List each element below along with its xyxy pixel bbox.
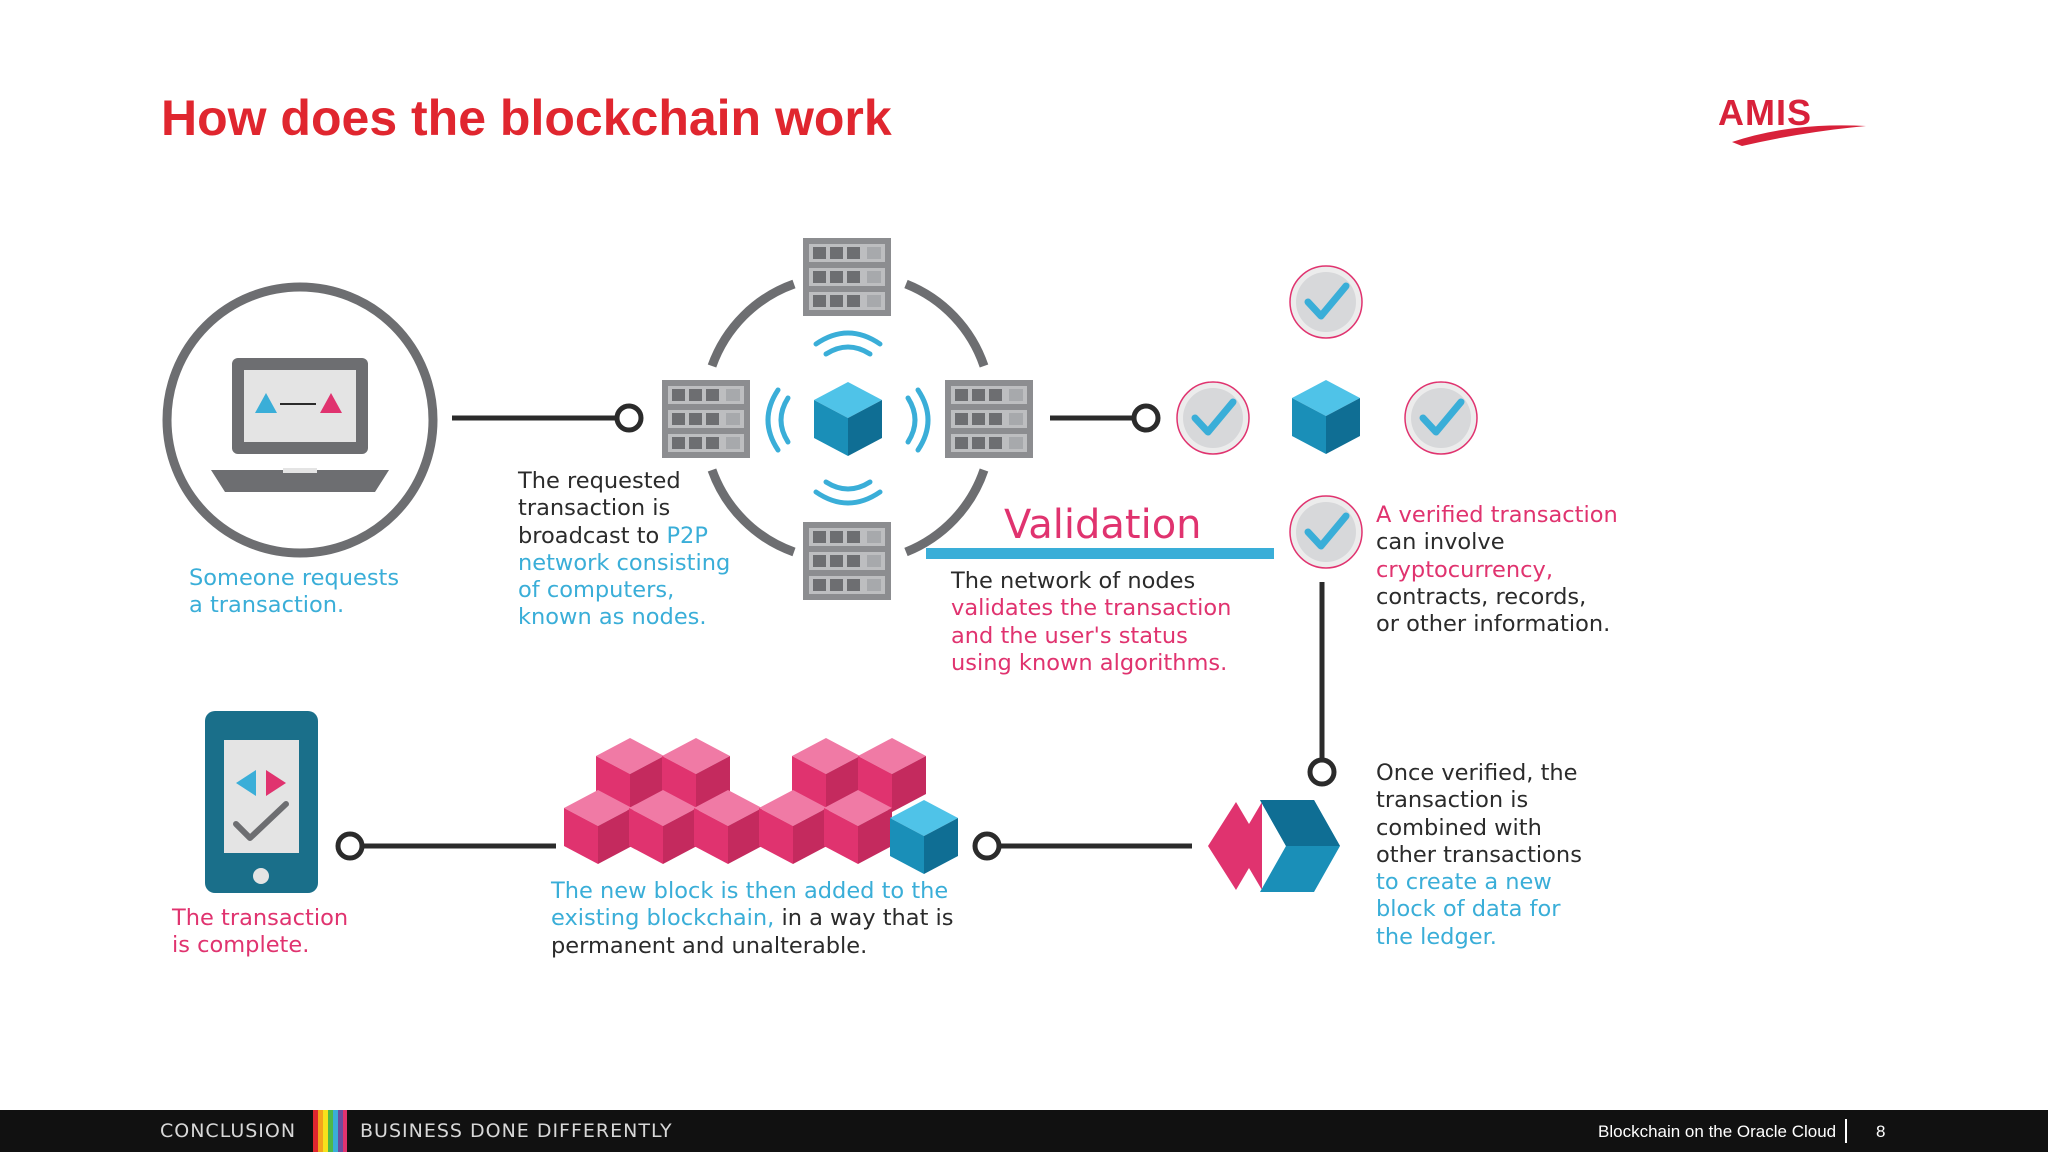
p2p-network-ring — [707, 279, 989, 557]
broadcast-text: of computers, — [518, 577, 675, 604]
validation-text: validates the transaction — [951, 595, 1232, 622]
combined-line: combined with — [1376, 815, 1582, 842]
footer-deck-title: Blockchain on the Oracle Cloud — [1598, 1122, 1837, 1141]
color-stripes-icon — [313, 1110, 347, 1152]
signal-waves-icon — [765, 330, 931, 506]
page-title: How does the blockchain work — [161, 90, 892, 146]
combined-text: transaction is — [1376, 787, 1529, 814]
verified-line: cryptocurrency, — [1376, 557, 1618, 584]
footer-section-left: CONCLUSION — [160, 1120, 297, 1142]
blockchain-diagram — [162, 238, 2048, 893]
broadcast-line: transaction is — [518, 495, 730, 522]
request-caption: Someone requests a transaction. — [189, 565, 400, 619]
validation-line: using known algorithms. — [951, 650, 1231, 677]
combined-text: block of data for — [1376, 896, 1561, 923]
combined-line: other transactions — [1376, 842, 1582, 869]
verified-line: or other information. — [1376, 611, 1618, 638]
combined-line: Once verified, the — [1376, 760, 1582, 787]
server-node-icon — [803, 238, 891, 316]
laptop-request-icon — [162, 282, 438, 558]
broadcast-text: The requested — [518, 468, 681, 494]
verified-text: A verified transaction — [1376, 502, 1618, 528]
added-line: existing blockchain, in a way that is — [551, 905, 954, 932]
broadcast-line: of computers, — [518, 577, 730, 604]
validation-line: and the user's status — [951, 623, 1231, 650]
verified-line: A verified transaction — [1376, 502, 1618, 529]
validation-line: The network of nodes — [951, 568, 1231, 595]
verified-text: can involve — [1376, 529, 1505, 556]
check-icon — [1405, 382, 1477, 454]
server-node-icon — [945, 380, 1033, 458]
validation-line: validates the transaction — [951, 595, 1231, 622]
added-text: existing blockchain, — [551, 905, 775, 932]
verified-line: can involve — [1376, 529, 1618, 556]
combined-line: the ledger. — [1376, 924, 1582, 951]
combined-text: other transactions — [1376, 841, 1582, 868]
added-text: The new block is then added to the — [551, 878, 949, 904]
page-number: 8 — [1876, 1122, 1886, 1141]
validation-text: The network of nodes — [951, 568, 1196, 594]
combined-text: to create a new — [1376, 869, 1552, 896]
broadcast-line: The requested — [518, 468, 730, 495]
transaction-cube-icon — [814, 382, 882, 456]
combined-text: the ledger. — [1376, 923, 1497, 950]
added-line: The new block is then added to the — [551, 878, 954, 905]
validation-text: and the user's status — [951, 622, 1188, 649]
broadcast-text: transaction is — [518, 495, 671, 522]
validation-underline — [926, 548, 1274, 559]
footer-section-right: BUSINESS DONE DIFFERENTLY — [360, 1120, 673, 1142]
amis-logo: AMIS — [1712, 92, 1872, 152]
check-icon — [1177, 382, 1249, 454]
connector-node — [614, 403, 644, 433]
broadcast-line: known as nodes. — [518, 604, 730, 631]
blockchain-cubes-icon — [564, 738, 958, 874]
verified-text: contracts, records, — [1376, 583, 1587, 610]
combined-line: block of data for — [1376, 896, 1582, 923]
verified-text: cryptocurrency, — [1376, 556, 1553, 583]
broadcast-text: known as nodes. — [518, 604, 707, 631]
connector-node — [335, 831, 365, 861]
check-icon — [1290, 496, 1362, 568]
server-node-icon — [662, 380, 750, 458]
validation-text: using known algorithms. — [951, 649, 1228, 676]
validation-heading: Validation — [1004, 502, 1202, 548]
broadcast-text: broadcast to — [518, 522, 667, 549]
added-text: permanent and unalterable. — [551, 932, 868, 959]
server-node-icon — [803, 522, 891, 600]
combined-text: combined with — [1376, 814, 1542, 841]
verified-text: or other information. — [1376, 611, 1611, 638]
logo-swoosh-icon — [1732, 125, 1866, 146]
added-text: in a way that is — [774, 905, 954, 932]
broadcast-text: P2P — [666, 522, 708, 549]
logo-wordmark: AMIS — [1718, 92, 1812, 133]
connector-node — [1131, 403, 1161, 433]
connector-node — [1307, 757, 1337, 787]
combined-line: transaction is — [1376, 787, 1582, 814]
phone-complete-icon — [205, 711, 318, 893]
broadcast-line: network consisting — [518, 550, 730, 577]
combined-text: Once verified, the — [1376, 760, 1578, 786]
footer-separator — [1845, 1119, 1847, 1143]
connector-node — [972, 831, 1002, 861]
verified-line: contracts, records, — [1376, 584, 1618, 611]
check-icon — [1290, 266, 1362, 338]
complete-caption: The transaction is complete. — [172, 905, 349, 959]
added-line: permanent and unalterable. — [551, 933, 954, 960]
broadcast-text: network consisting — [518, 549, 731, 576]
validated-cube-icon — [1292, 380, 1360, 454]
combine-block-icon — [1208, 800, 1340, 892]
combined-line: to create a new — [1376, 869, 1582, 896]
footer-bar: CONCLUSION BUSINESS DONE DIFFERENTLY Blo… — [0, 1110, 2048, 1152]
broadcast-line: broadcast to P2P — [518, 523, 730, 550]
